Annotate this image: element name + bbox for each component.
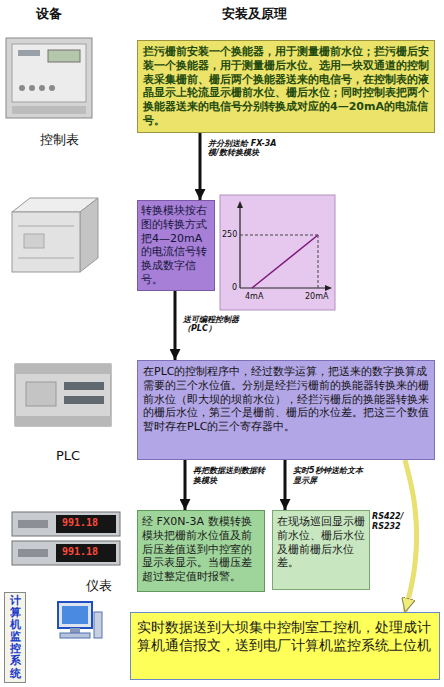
control-meter-picture — [6, 38, 92, 118]
flow-arrow — [199, 133, 202, 201]
process-box: 经 FX0N-3A 数模转换模块把栅前水位值及前后压差值送到中控室的显示表显示。… — [137, 510, 265, 592]
flow-arrow — [184, 460, 187, 510]
edge-label: 送可编程控制器（PLC） — [183, 315, 263, 334]
box-text: 经 FX0N-3A 数模转换模块把栅前水位值及前后压差值送到中控室的显示表显示。… — [142, 515, 260, 584]
box-text: 拦污栅前安装一个换能器，用于测量栅前水位；拦污栅后安装一个换能器，用于测量栅后水… — [143, 45, 429, 128]
process-box: 拦污栅前安装一个换能器，用于测量栅前水位；拦污栅后安装一个换能器，用于测量栅后水… — [137, 40, 435, 133]
system-tag: 计算机监控系统 — [4, 592, 26, 683]
process-box: 实时数据送到大坝集中控制室工控机，处理成计算机通信报文，送到电厂计算机监控系统上… — [130, 612, 440, 680]
device-name: PLC — [56, 448, 80, 464]
display-reading: 991.18 — [62, 546, 98, 558]
axis-tick: 20mA — [305, 292, 328, 302]
computer-icon — [58, 602, 102, 638]
box-text: 在现场巡回显示栅前水位、栅后水位及栅前栅后水位差。 — [277, 515, 365, 570]
edge-label: 实时5秒钟送给文本显示屏 — [293, 466, 368, 485]
vertical-caption: 计算机监控系统 — [10, 595, 21, 680]
flow-arrow — [174, 291, 177, 361]
transfer-chart — [220, 195, 335, 310]
device-name: 仪表 — [86, 578, 112, 594]
axis-tick: 250 — [222, 230, 237, 240]
process-box: 在PLC的控制程序中，经过数学运算，把送来的数字换算成需要的三个水位值。分别是经… — [137, 360, 435, 460]
plc-picture — [15, 364, 111, 426]
flow-arrow — [284, 460, 287, 510]
axis-tick: 0 — [232, 283, 237, 293]
flow-arrow — [405, 460, 417, 612]
edge-label: RS422/ RS232 — [372, 512, 404, 531]
process-box: 在现场巡回显示栅前水位、栅后水位及栅前栅后水位差。 — [272, 510, 370, 590]
column-heading: 安装及原理 — [222, 6, 287, 22]
process-box: 转换模块按右图的转换方式把4—20mA 的电流信号转换成数字信号。 — [137, 200, 215, 291]
converter-module-picture — [12, 198, 98, 272]
edge-label: 并分别送给 FX-3A 模/数转换模块 — [208, 139, 290, 158]
box-text: 转换模块按右图的转换方式把4—20mA 的电流信号转换成数字信号。 — [141, 204, 211, 287]
device-name: 控制表 — [40, 132, 79, 148]
box-text: 实时数据送到大坝集中控制室工控机，处理成计算机通信报文，送到电厂计算机监控系统上… — [137, 619, 433, 654]
axis-tick: 4mA — [245, 292, 263, 302]
column-heading: 设备 — [36, 6, 62, 22]
box-text: 在PLC的控制程序中，经过数学运算，把送来的数字换算成需要的三个水位值。分别是经… — [143, 365, 429, 434]
edge-label: 再把数据送到数据转换模块 — [193, 466, 265, 485]
instrument-picture — [12, 512, 120, 565]
display-reading: 991.18 — [62, 517, 98, 529]
